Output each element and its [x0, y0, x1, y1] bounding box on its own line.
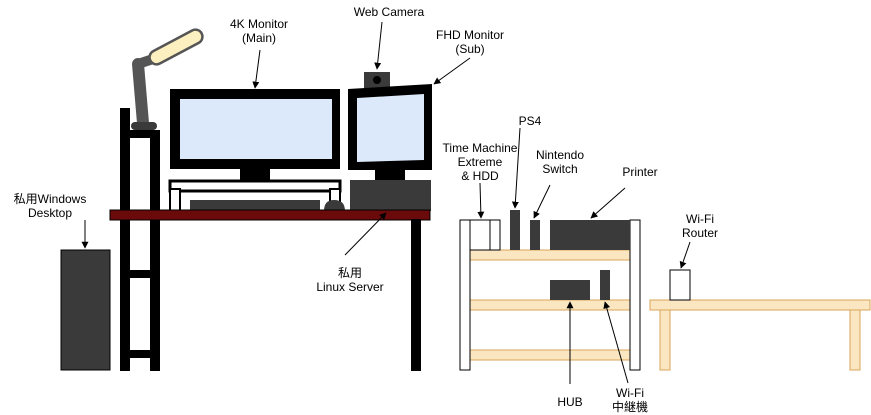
hdd: [489, 219, 501, 251]
label-fhd-monitor: FHD Monitor(Sub): [435, 28, 505, 56]
arrow-4k-monitor: [252, 49, 261, 89]
wifi-router: [669, 269, 691, 301]
arrow-time-machine: [477, 182, 485, 219]
printer: [550, 220, 630, 250]
mouse: [324, 200, 345, 211]
nintendo-switch: [530, 220, 540, 250]
linux-server: [350, 180, 431, 211]
desk: [109, 209, 431, 371]
lamp-lower-arm: [132, 58, 149, 129]
ladder-frame: [130, 130, 160, 371]
arrow-printer: [590, 187, 626, 219]
lamp-pole: [120, 108, 130, 371]
hub: [550, 280, 590, 300]
arrow-ps4: [511, 127, 521, 209]
wifi-repeater: [600, 270, 610, 300]
arrow-fhd-monitor: [433, 57, 471, 85]
monitor-fhd: [348, 84, 432, 182]
label-hub: HUB: [557, 395, 583, 409]
shelf: [459, 219, 641, 371]
label-printer: Printer: [622, 165, 658, 179]
keyboard: [190, 200, 320, 211]
arrow-wifi-router: [679, 241, 691, 269]
monitor-stand: [168, 179, 342, 193]
ps4: [510, 210, 520, 250]
router-table: [649, 299, 871, 371]
arrow-linux-server: [344, 212, 387, 256]
web-camera: [364, 72, 390, 90]
callout-arrows: [81, 21, 691, 384]
arrow-nintendo-switch: [533, 184, 551, 219]
arrow-wifi-repeater: [603, 301, 629, 384]
monitor-4k: [170, 89, 340, 182]
label-web-camera: Web Camera: [353, 5, 425, 19]
windows-desktop: [60, 249, 111, 371]
desk-lamp: [120, 28, 204, 371]
lamp-joint: [133, 55, 155, 69]
lamp-head: [148, 28, 204, 66]
time-machine: [469, 219, 491, 251]
stand-left-leg: [169, 188, 181, 212]
lamp-base: [131, 122, 157, 130]
label-4k-monitor: 4K Monitor(Main): [229, 17, 289, 45]
label-ps4: PS4: [518, 114, 542, 128]
arrow-web-camera: [374, 21, 383, 70]
